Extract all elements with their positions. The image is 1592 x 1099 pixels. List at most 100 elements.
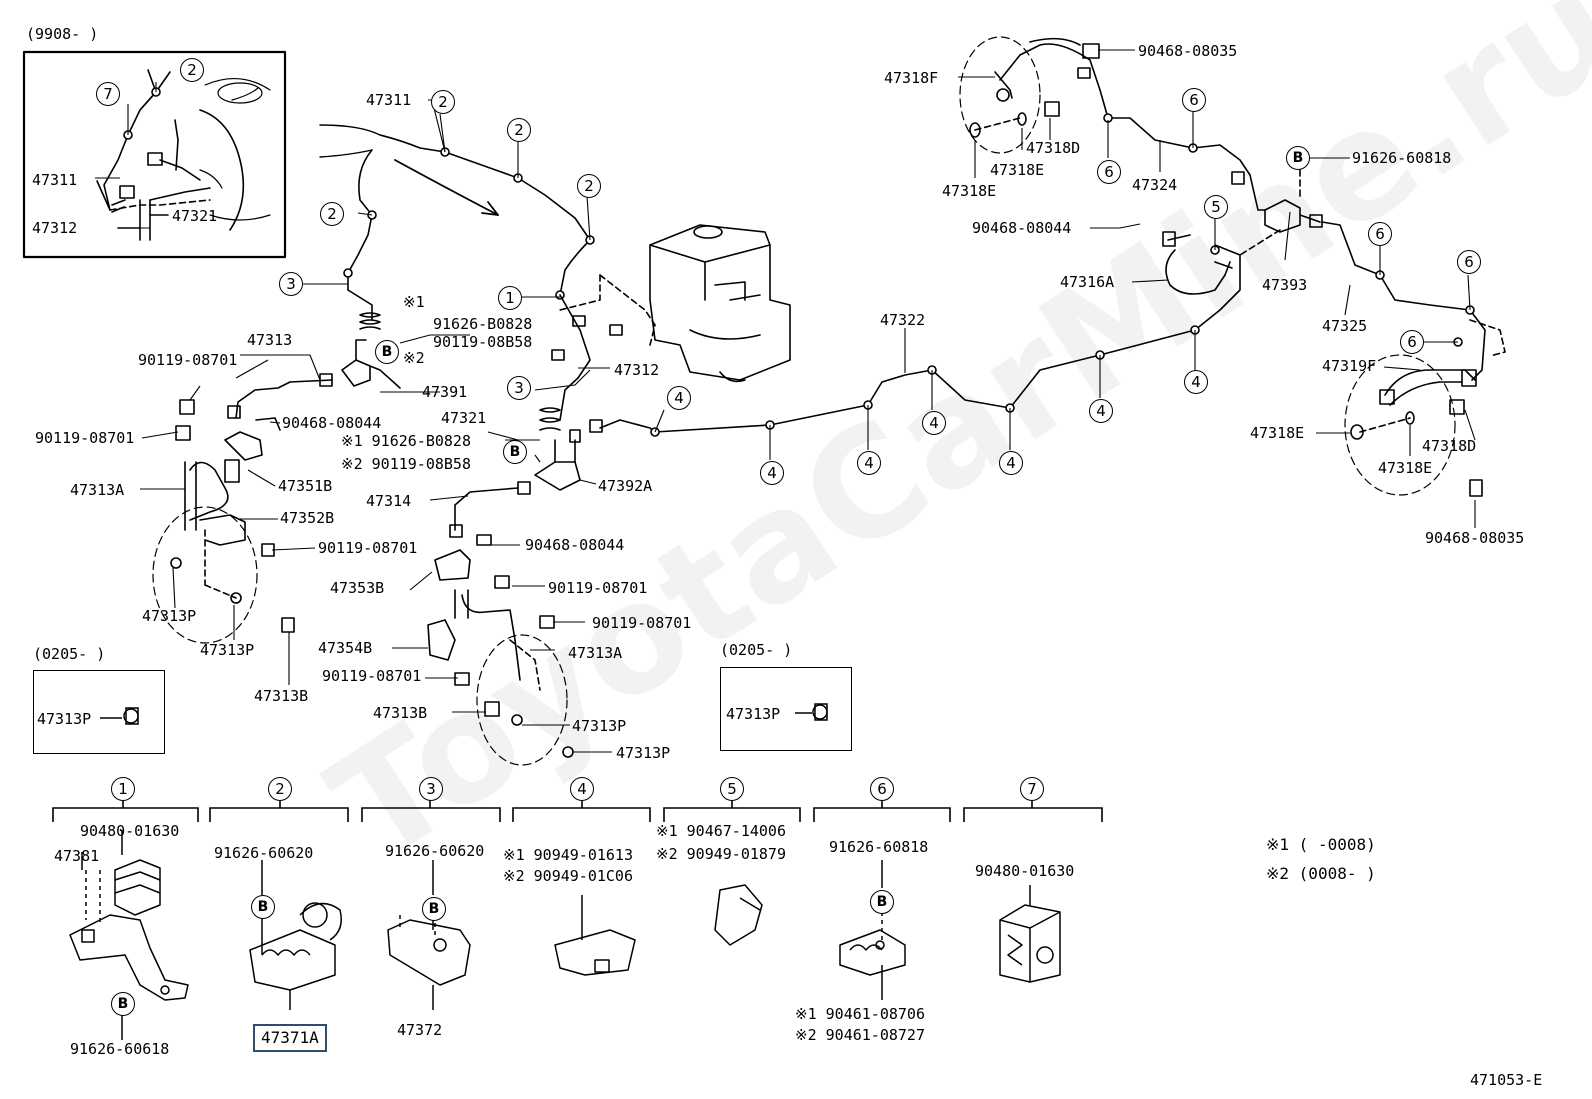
mid-box-date-range: (0205- ) bbox=[720, 641, 793, 659]
part-label[interactable]: 47313P bbox=[142, 607, 197, 625]
part-label[interactable]: 91626-B0828 bbox=[433, 315, 533, 333]
callout-6: 6 bbox=[1457, 250, 1481, 274]
part-label[interactable]: 90119-08701 bbox=[322, 667, 422, 685]
part-label[interactable]: 90468-08035 bbox=[1425, 529, 1525, 547]
callout-4: 4 bbox=[922, 411, 946, 435]
part-label[interactable]: 90468-08044 bbox=[282, 414, 382, 432]
set-4-label[interactable]: ※1 90949-01613 bbox=[503, 846, 633, 864]
variant-box-left bbox=[33, 670, 165, 754]
part-label[interactable]: 47318E bbox=[942, 182, 997, 200]
part-label[interactable]: 47313P bbox=[37, 710, 92, 728]
set-5-label[interactable]: ※2 90949-01879 bbox=[656, 845, 786, 863]
callout-4: 4 bbox=[1089, 399, 1113, 423]
part-label[interactable]: 47311 bbox=[32, 171, 78, 189]
callout-5: 5 bbox=[1204, 195, 1228, 219]
part-label[interactable]: 47354B bbox=[318, 639, 373, 657]
set-4-label[interactable]: ※2 90949-01C06 bbox=[503, 867, 633, 885]
set-6-label[interactable]: ※1 90461-08706 bbox=[795, 1005, 925, 1023]
part-label[interactable]: 47325 bbox=[1322, 317, 1368, 335]
callout-b: B bbox=[111, 992, 135, 1016]
set-callout-1: 1 bbox=[111, 777, 135, 801]
part-label[interactable]: 47318F bbox=[884, 69, 939, 87]
part-label[interactable]: 47391 bbox=[422, 383, 468, 401]
figure-id: 471053-E bbox=[1470, 1071, 1543, 1089]
callout-6: 6 bbox=[1097, 160, 1121, 184]
legend-note-2: ※2 (0008- ) bbox=[1266, 864, 1376, 883]
part-label[interactable]: 90119-08701 bbox=[138, 351, 238, 369]
part-label[interactable]: 47352B bbox=[280, 509, 335, 527]
part-label[interactable]: 47321 bbox=[441, 409, 487, 427]
set-1-label[interactable]: 47381 bbox=[54, 847, 100, 865]
part-label[interactable]: 90468-08044 bbox=[525, 536, 625, 554]
set-callout-3: 3 bbox=[419, 777, 443, 801]
part-label[interactable]: 47313B bbox=[373, 704, 428, 722]
part-label[interactable]: 47318E bbox=[1378, 459, 1433, 477]
part-label[interactable]: 47313P bbox=[726, 705, 781, 723]
set-6-label[interactable]: ※2 90461-08727 bbox=[795, 1026, 925, 1044]
part-label[interactable]: 47324 bbox=[1132, 176, 1178, 194]
part-label[interactable]: 90468-08035 bbox=[1138, 42, 1238, 60]
highlighted-part-47371A[interactable]: 47371A bbox=[253, 1024, 327, 1052]
part-label[interactable]: 47312 bbox=[32, 219, 78, 237]
callout-2: 2 bbox=[320, 202, 344, 226]
part-label[interactable]: 47393 bbox=[1262, 276, 1308, 294]
part-label[interactable]: 47351B bbox=[278, 477, 333, 495]
callout-4: 4 bbox=[667, 386, 691, 410]
part-label[interactable]: 47313 bbox=[247, 331, 293, 349]
part-label[interactable]: 47318D bbox=[1026, 139, 1081, 157]
part-label[interactable]: 90119-08B58 bbox=[433, 333, 533, 351]
part-label[interactable]: ※2 90119-08B58 bbox=[341, 455, 471, 473]
part-label[interactable]: ※1 91626-B0828 bbox=[341, 432, 471, 450]
callout-6: 6 bbox=[1400, 330, 1424, 354]
callout-3: 3 bbox=[279, 272, 303, 296]
set-3-label[interactable]: 47372 bbox=[397, 1021, 443, 1039]
set-2-label[interactable]: 91626-60620 bbox=[214, 844, 314, 862]
callout-7: 7 bbox=[96, 82, 120, 106]
part-label[interactable]: 90119-08701 bbox=[35, 429, 135, 447]
callout-1: 1 bbox=[498, 286, 522, 310]
part-label[interactable]: 47313P bbox=[200, 641, 255, 659]
inset-date-range: (9908- ) bbox=[26, 25, 99, 43]
note-mark: ※2 bbox=[403, 349, 425, 367]
part-label[interactable]: 47392A bbox=[598, 477, 653, 495]
callout-b: B bbox=[251, 895, 275, 919]
set-7-label[interactable]: 90480-01630 bbox=[975, 862, 1075, 880]
set-callout-7: 7 bbox=[1020, 777, 1044, 801]
callout-2: 2 bbox=[180, 58, 204, 82]
part-label[interactable]: 47313A bbox=[568, 644, 623, 662]
set-1-label[interactable]: 90480-01630 bbox=[80, 822, 180, 840]
part-label[interactable]: 47319F bbox=[1322, 357, 1377, 375]
part-label[interactable]: 47353B bbox=[330, 579, 385, 597]
set-1-label[interactable]: 91626-60618 bbox=[70, 1040, 170, 1058]
part-label[interactable]: 47318E bbox=[1250, 424, 1305, 442]
callout-2: 2 bbox=[507, 118, 531, 142]
part-label[interactable]: 47311 bbox=[366, 91, 412, 109]
set-callout-6: 6 bbox=[870, 777, 894, 801]
part-label[interactable]: 47318D bbox=[1422, 437, 1477, 455]
part-label[interactable]: 90468-08044 bbox=[972, 219, 1072, 237]
part-label[interactable]: 90119-08701 bbox=[548, 579, 648, 597]
callout-2: 2 bbox=[577, 174, 601, 198]
part-label[interactable]: 47318E bbox=[990, 161, 1045, 179]
callout-4: 4 bbox=[857, 451, 881, 475]
part-label[interactable]: 90119-08701 bbox=[318, 539, 418, 557]
part-label[interactable]: 47313A bbox=[70, 481, 125, 499]
set-callout-5: 5 bbox=[720, 777, 744, 801]
part-label[interactable]: 47313B bbox=[254, 687, 309, 705]
part-label[interactable]: 47313P bbox=[572, 717, 627, 735]
callout-4: 4 bbox=[760, 461, 784, 485]
set-3-label[interactable]: 91626-60620 bbox=[385, 842, 485, 860]
variant-box-mid bbox=[720, 667, 852, 751]
part-label[interactable]: 47314 bbox=[366, 492, 412, 510]
part-label[interactable]: 47322 bbox=[880, 311, 926, 329]
part-label[interactable]: 47313P bbox=[616, 744, 671, 762]
callout-6: 6 bbox=[1182, 88, 1206, 112]
part-label[interactable]: 91626-60818 bbox=[1352, 149, 1452, 167]
part-label[interactable]: 47321 bbox=[172, 207, 218, 225]
set-5-label[interactable]: ※1 90467-14006 bbox=[656, 822, 786, 840]
part-label[interactable]: 47312 bbox=[614, 361, 660, 379]
part-label[interactable]: 90119-08701 bbox=[592, 614, 692, 632]
part-label[interactable]: 47316A bbox=[1060, 273, 1115, 291]
set-6-label[interactable]: 91626-60818 bbox=[829, 838, 929, 856]
